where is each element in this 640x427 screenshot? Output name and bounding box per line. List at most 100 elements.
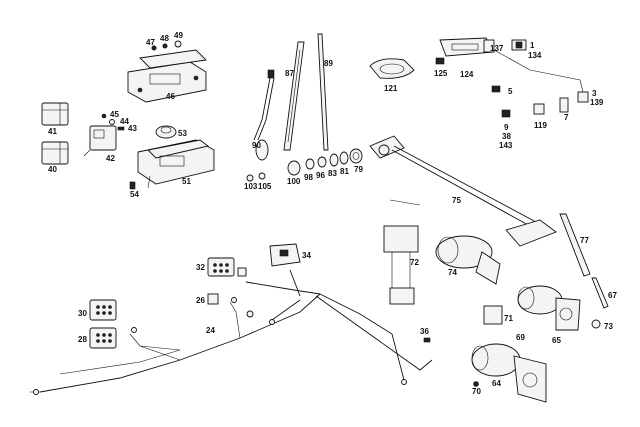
label-105: 105 [258,182,272,191]
part-5 [491,85,501,93]
label-64: 64 [492,379,501,388]
cable-124 [493,49,585,97]
relay-71 [483,305,503,325]
label-70: 70 [472,387,481,396]
motor-65 [517,285,581,331]
label-1: 1 [530,41,535,50]
label-119: 119 [534,121,547,130]
label-83: 83 [328,169,337,178]
handle-121 [369,58,415,79]
label-65: 65 [552,336,561,345]
label-38: 38 [502,132,511,141]
label-3: 3 [592,89,597,98]
bolt-73 [591,319,601,329]
washer-stack [287,148,363,176]
label-41: 41 [48,127,57,136]
label-72: 72 [410,258,419,267]
motor-64 [471,343,547,403]
part-3-139 [577,91,589,103]
label-87: 87 [285,69,294,78]
relay-40 [41,141,69,165]
motor-74 [435,235,501,285]
screw-54 [129,181,136,190]
screws-47-49 [151,40,182,51]
wiper-blade-89 [317,33,329,151]
label-32: 32 [196,263,205,272]
small-parts-43-45 [101,113,125,131]
grommet-53 [155,125,177,139]
label-49: 49 [174,31,183,40]
labels: 47 48 49 46 87 89 121 125 124 137 1 134 … [48,31,617,396]
relay-41 [41,102,69,126]
label-40: 40 [48,165,57,174]
connector-34 [269,243,301,267]
label-73: 73 [604,322,613,331]
label-42: 42 [106,154,115,163]
label-98: 98 [304,173,313,182]
linkage-75 [369,135,557,247]
part-9 [501,109,511,118]
label-77: 77 [580,236,589,245]
connector-26 [207,293,219,305]
label-67: 67 [608,291,617,300]
label-125: 125 [434,69,448,78]
connector-28 [89,327,117,349]
terminal-36 [423,337,431,343]
label-36: 36 [420,327,429,336]
label-43: 43 [128,124,137,133]
wiring-harness-24 [30,269,433,395]
label-103: 103 [244,182,258,191]
label-74: 74 [448,268,457,277]
label-134: 134 [528,51,542,60]
label-100: 100 [287,177,301,186]
label-9: 9 [504,123,509,132]
arm-67 [591,277,609,309]
arm-77 [559,213,591,277]
connector-30 [89,299,117,321]
label-75: 75 [452,196,461,205]
leader-lines [389,199,421,206]
label-48: 48 [160,34,169,43]
part-137 [483,39,495,53]
label-90: 90 [252,141,261,150]
label-53: 53 [178,129,187,138]
nuts-103-105 [246,172,266,182]
label-139: 139 [590,98,604,107]
part-7 [559,97,569,113]
label-137: 137 [490,44,504,53]
label-121: 121 [384,84,398,93]
label-26: 26 [196,296,205,305]
bracket-72 [383,225,419,305]
label-89: 89 [324,59,333,68]
label-124: 124 [460,70,474,79]
label-24: 24 [206,326,215,335]
part-119 [533,103,545,115]
part-1 [511,39,527,51]
wiper-arm-90 [253,69,275,161]
wiper-blade-87 [283,41,305,151]
label-69: 69 [516,333,525,342]
label-143: 143 [499,141,513,150]
label-46: 46 [166,92,175,101]
label-96: 96 [316,171,325,180]
relay-42 [83,125,117,157]
label-30: 30 [78,309,87,318]
label-47: 47 [146,38,155,47]
bracket-46 [127,49,207,103]
bracket-51 [137,139,215,189]
label-44: 44 [120,117,129,126]
part-125 [435,57,445,65]
label-45: 45 [110,110,119,119]
label-28: 28 [78,335,87,344]
label-34: 34 [302,251,311,260]
label-71: 71 [504,314,513,323]
label-51: 51 [182,177,191,186]
label-54: 54 [130,190,139,199]
label-79: 79 [354,165,363,174]
label-7: 7 [564,113,569,122]
connector-32 [207,257,247,277]
label-81: 81 [340,167,349,176]
label-5: 5 [508,87,513,96]
screw-70 [473,381,479,387]
